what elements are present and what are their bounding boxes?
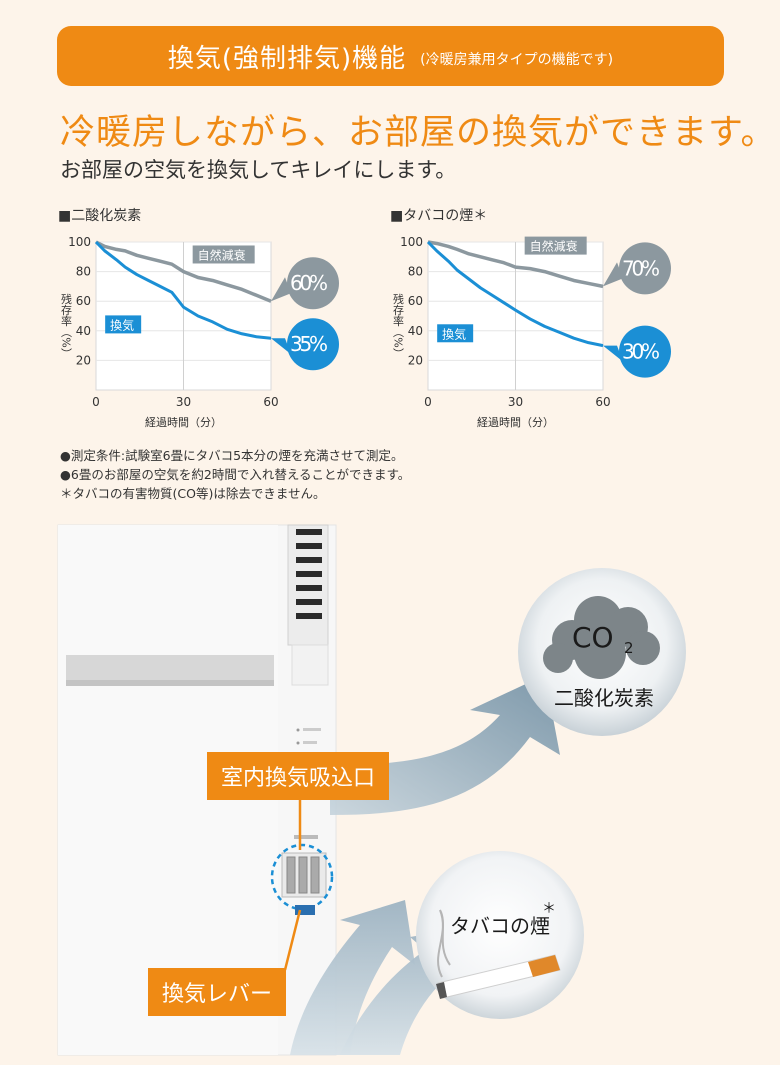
end-value-label: 30% <box>622 340 660 364</box>
bubble-pointer <box>603 345 623 362</box>
y-tick-label: 60 <box>76 294 91 308</box>
co2-chart: ■二酸化炭素 100 80 60 40 20 0 30 60 経過時間（分） 残存率（%） 自然減衰… <box>58 205 418 440</box>
series-label: 換気 <box>110 317 134 332</box>
end-value-label: 60% <box>290 271 328 295</box>
x-tick-label: 30 <box>176 395 191 409</box>
co2-chart-title: ■二酸化炭素 <box>58 208 142 224</box>
note-condition: ●測定条件:試験室6畳にタバコ5本分の煙を充満させて測定。 <box>60 448 404 463</box>
section-banner: 換気(強制排気)機能 (冷暖房兼用タイプの機能です) <box>57 26 724 86</box>
x-tick-label: 0 <box>92 395 100 409</box>
subheadline: お部屋の空気を換気してキレイにします。 <box>60 158 457 182</box>
smoke-chart-svg: 100 80 60 40 20 0 30 60 経過時間（分） 残存率（%） 自然減衰 70% 換気 30… <box>392 235 671 429</box>
y-tick-label: 40 <box>408 324 423 338</box>
bubble-pointer <box>271 277 291 302</box>
series-label-box <box>192 245 255 264</box>
cigarette-icon <box>436 909 561 999</box>
banner-subtitle: (冷暖房兼用タイプの機能です) <box>420 52 614 68</box>
co2-name: 二酸化炭素 <box>554 686 654 710</box>
x-tick-label: 30 <box>508 395 523 409</box>
end-value-bubble <box>287 257 339 310</box>
end-value-bubble <box>287 318 339 371</box>
smoke-label: タバコの煙 <box>450 914 550 938</box>
series-line-ventilation <box>426 240 604 348</box>
product-illustration: CO 2 二酸化炭素 タバコの煙 ＊ <box>57 524 686 1056</box>
end-value-label: 35% <box>290 332 328 356</box>
banner-title: 換気(強制排気)機能 <box>167 43 407 74</box>
y-tick-label: 20 <box>408 353 423 367</box>
co2-chart-svg: 100 80 60 40 20 0 30 60 経過時間（分） 残存率（%） 自然減衰 60% 換気 35… <box>60 235 339 429</box>
x-tick-label: 60 <box>595 395 610 409</box>
x-tick-label: 0 <box>424 395 432 409</box>
series-label: 自然減衰 <box>198 247 246 262</box>
end-value-label: 70% <box>622 256 660 280</box>
series-label-box <box>437 324 474 343</box>
series-label-box <box>105 315 142 334</box>
x-axis-label: 経過時間（分） <box>477 416 554 429</box>
y-tick-label: 40 <box>76 324 91 338</box>
y-axis-label: 残存率（%） <box>60 292 73 359</box>
co2-subscript: 2 <box>624 639 634 657</box>
y-tick-label: 20 <box>76 353 91 367</box>
smoke-bubble: タバコの煙 ＊ <box>416 851 584 1019</box>
end-value-bubble <box>619 325 671 378</box>
smoke-asterisk: ＊ <box>542 901 556 917</box>
series-label: 換気 <box>442 326 466 341</box>
note-exchange: ●6畳のお部屋の空気を約2時間で入れ替えることができます。 <box>60 467 411 482</box>
y-axis-label: 残存率（%） <box>392 292 405 359</box>
intake-arrow-1 <box>290 900 415 1055</box>
smoke-chart-title: ■タバコの煙＊ <box>390 208 488 224</box>
series-line-natural <box>427 240 604 289</box>
lever-callout: 換気レバー <box>148 968 287 1016</box>
note-disclaimer: ＊タバコの有害物質(CO等)は除去できません。 <box>60 486 326 501</box>
y-tick-label: 60 <box>408 294 423 308</box>
co2-bubble: CO 2 二酸化炭素 <box>518 568 686 736</box>
x-axis-label: 経過時間（分） <box>145 416 222 429</box>
series-label: 自然減衰 <box>530 239 578 254</box>
headline: 冷暖房しながら、お部屋の換気ができます。 <box>60 113 777 153</box>
end-value-bubble <box>619 242 671 295</box>
y-tick-label: 100 <box>68 235 91 249</box>
y-tick-label: 80 <box>76 265 91 279</box>
x-tick-label: 60 <box>263 395 278 409</box>
series-line-natural <box>95 240 272 303</box>
bubble-pointer <box>271 338 291 355</box>
y-tick-label: 100 <box>400 235 423 249</box>
notes: ●測定条件:試験室6畳にタバコ5本分の煙を充満させて測定。 ●6畳のお部屋の空気… <box>60 446 410 503</box>
y-tick-label: 80 <box>408 265 423 279</box>
series-label-box <box>524 236 587 255</box>
bubble-pointer <box>603 262 623 287</box>
smoke-chart: ■タバコの煙＊ 100 80 60 40 20 0 30 60 経過時間（分） 残存率（%） 自然減… <box>390 205 750 440</box>
intake-callout: 室内換気吸込口 <box>207 752 390 800</box>
co2-formula: CO <box>572 621 614 654</box>
series-line-ventilation <box>94 240 272 340</box>
